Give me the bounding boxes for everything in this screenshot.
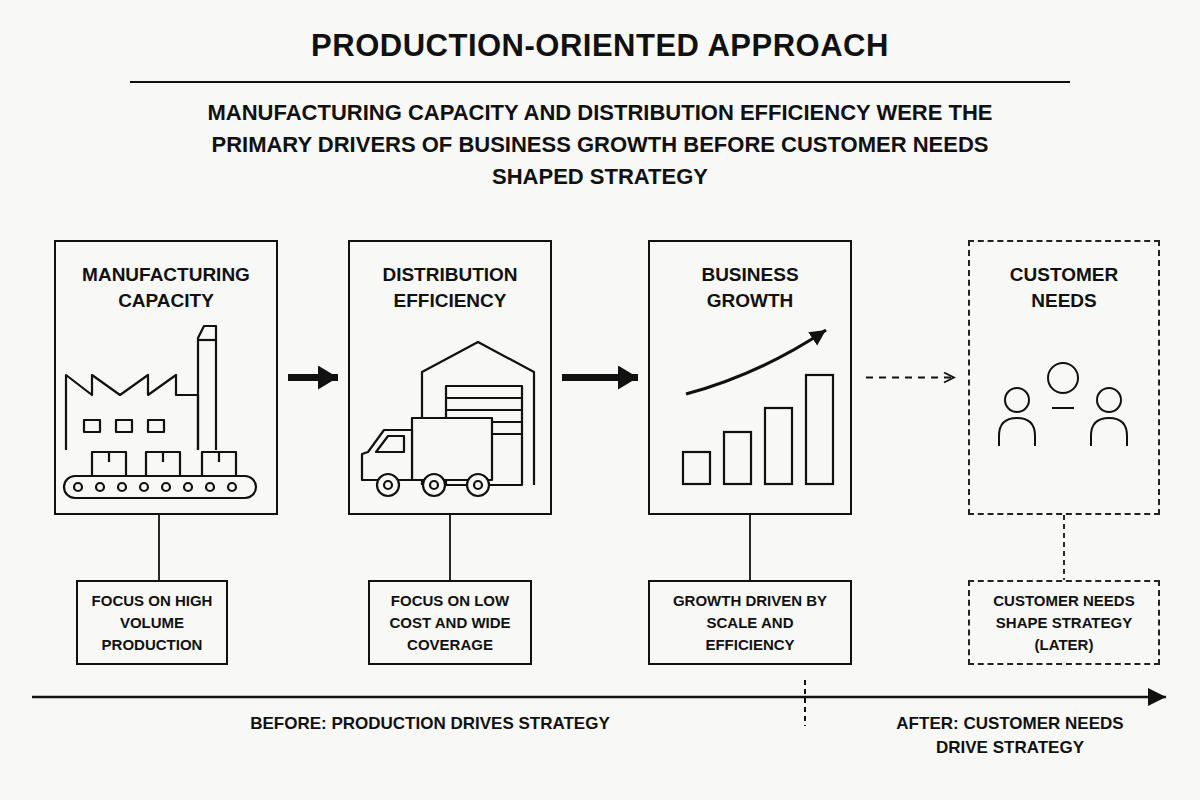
people-icon [999,363,1127,446]
timeline-divider [804,680,806,726]
connector [449,515,451,580]
title-rule [130,81,1070,83]
title: PRODUCTION-ORIENTED APPROACH [100,28,1100,64]
timeline-label: BEFORE: PRODUCTION DRIVES STRATEGY [180,712,680,736]
focus-box: FOCUS ON HIGH VOLUME PRODUCTION [76,580,228,665]
connector [749,515,751,580]
focus-box: GROWTH DRIVEN BY SCALE AND EFFICIENCY [648,580,852,665]
timeline-label: AFTER: CUSTOMER NEEDS DRIVE STRATEGY [870,712,1150,760]
focus-box: FOCUS ON LOW COST AND WIDE COVERAGE [368,580,532,665]
focus-text: CUSTOMER NEEDS SHAPE STRATEGY (LATER) [980,590,1148,655]
stage-box: DISTRIBUTION EFFICIENCY [348,240,552,515]
factory-icon [64,326,256,498]
connector [866,377,954,379]
future-focus-box: CUSTOMER NEEDS SHAPE STRATEGY (LATER) [968,580,1160,665]
subtitle: MANUFACTURING CAPACITY AND DISTRIBUTION … [180,97,1020,193]
future-stage-box: CUSTOMER NEEDS [968,240,1160,515]
stage-box: BUSINESS GROWTH [648,240,852,515]
stage-heading: MANUFACTURING CAPACITY [82,262,250,313]
focus-text: GROWTH DRIVEN BY SCALE AND EFFICIENCY [660,590,840,655]
timeline-arrow [32,696,1166,699]
connector [288,374,338,381]
connector [158,515,160,580]
connector [562,374,638,381]
stage-heading: DISTRIBUTION EFFICIENCY [376,262,524,313]
stage-box: MANUFACTURING CAPACITY [54,240,278,515]
focus-text: FOCUS ON HIGH VOLUME PRODUCTION [88,590,216,655]
focus-text: FOCUS ON LOW COST AND WIDE COVERAGE [380,590,520,655]
stage-heading: BUSINESS GROWTH [676,262,824,313]
growth-chart-icon [683,330,833,484]
truck-warehouse-icon [362,342,534,496]
connector [1063,515,1065,580]
stage-heading: CUSTOMER NEEDS [996,262,1132,313]
